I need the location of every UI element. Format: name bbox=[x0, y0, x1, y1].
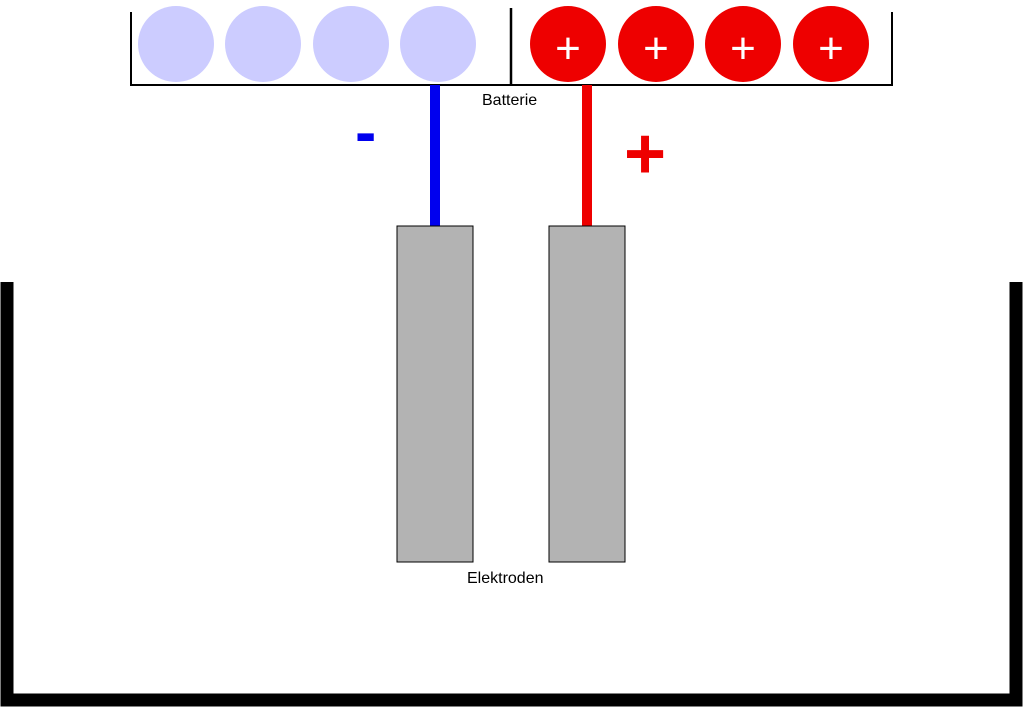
positive-wire bbox=[582, 85, 592, 227]
negative-charge bbox=[313, 6, 389, 82]
charge-plus-symbol: + bbox=[818, 24, 844, 73]
negative-charge bbox=[138, 6, 214, 82]
negative-electrode bbox=[396, 225, 474, 563]
battery-label: Batterie bbox=[482, 92, 538, 109]
negative-charge bbox=[400, 6, 476, 82]
negative-wire bbox=[430, 85, 440, 227]
positive-charge bbox=[618, 6, 694, 82]
electrodes-label: Elektroden bbox=[467, 570, 544, 587]
positive-charge bbox=[530, 6, 606, 82]
charge-plus-symbol: + bbox=[730, 24, 756, 73]
positive-charge bbox=[793, 6, 869, 82]
negative-charge bbox=[225, 6, 301, 82]
charge-plus-symbol: + bbox=[555, 24, 581, 73]
positive-pole-sign: + bbox=[624, 114, 667, 194]
charge-plus-symbol: + bbox=[643, 24, 669, 73]
negative-pole-sign: - bbox=[355, 96, 377, 168]
positive-charge bbox=[705, 6, 781, 82]
positive-electrode bbox=[548, 225, 626, 563]
electrolysis-tank bbox=[0, 282, 1023, 707]
